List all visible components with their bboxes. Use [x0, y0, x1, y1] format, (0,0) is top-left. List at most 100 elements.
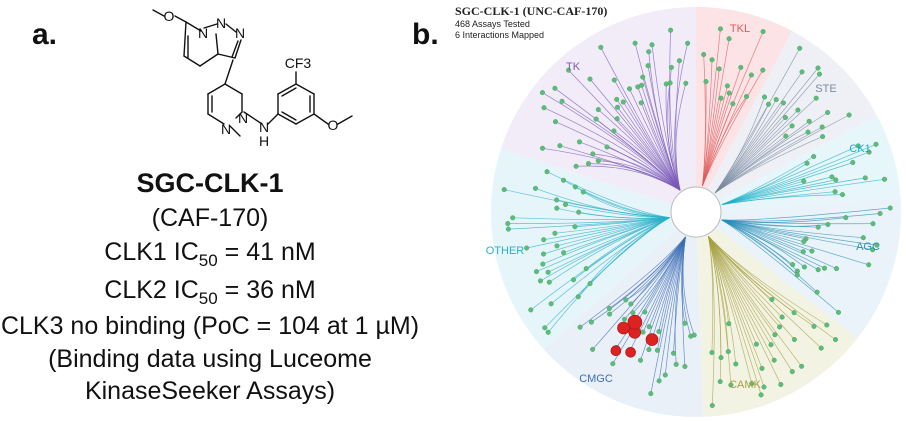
branch: [721, 177, 866, 205]
kinase-dot: [548, 301, 554, 307]
kinase-dot: [622, 316, 628, 322]
kinase-dot: [777, 324, 783, 330]
branch: [674, 43, 688, 191]
sector-tkl: [696, 7, 793, 212]
kinase-dot: [795, 107, 801, 113]
kinase-dot: [640, 329, 646, 335]
group-label-tk: TK: [566, 61, 581, 73]
kinase-dot: [874, 242, 880, 248]
kinase-dot: [668, 27, 674, 33]
kinase-dot: [545, 329, 551, 335]
kinase-dot: [804, 160, 810, 166]
branch: [579, 141, 681, 191]
kinase-dot: [580, 189, 586, 195]
kinase-dot: [682, 320, 688, 326]
kinase-dot: [646, 347, 652, 353]
atom-nitrogen: N: [198, 25, 208, 41]
branch: [591, 236, 686, 323]
kinase-dot: [683, 80, 689, 86]
atom-nitrogen: N: [235, 25, 245, 41]
branch: [632, 236, 686, 314]
kinase-dot: [571, 277, 577, 283]
atom-cf3: CF3: [285, 55, 312, 71]
branch: [707, 236, 732, 386]
kinase-dot: [572, 224, 578, 230]
kinase-dot: [534, 269, 540, 275]
atom-oxygen: O: [164, 8, 175, 24]
kinase-dot: [701, 52, 707, 58]
kinase-dot: [645, 63, 651, 69]
branch: [714, 131, 809, 194]
kinase-dot: [537, 278, 543, 284]
clk1-subscript: 50: [198, 251, 218, 270]
kinase-dot: [815, 267, 821, 273]
kinase-dot: [676, 58, 682, 64]
kinase-dot: [632, 40, 638, 46]
kinase-dot: [769, 297, 775, 303]
kinase-dot: [595, 158, 601, 164]
branch: [554, 217, 670, 234]
kinase-dot: [782, 114, 788, 120]
kinase-dot: [759, 365, 765, 371]
branch: [595, 118, 681, 191]
branch: [556, 207, 670, 219]
assays-tested: 468 Assays Tested: [455, 19, 530, 29]
tree-title: SGC-CLK-1 (UNC-CAF-170): [455, 4, 608, 18]
kinase-dot: [726, 90, 732, 96]
interaction-hit-dot: [627, 314, 643, 330]
kinase-dot: [593, 116, 599, 122]
kinase-dot: [542, 325, 548, 331]
kinase-dot: [623, 297, 629, 303]
kinase-dot: [725, 349, 731, 355]
kinase-dot: [717, 26, 723, 32]
branch: [702, 69, 764, 186]
kinase-dot: [604, 144, 610, 150]
kinase-dot: [614, 116, 620, 122]
kinase-dot: [667, 80, 673, 86]
kinase-dot: [840, 192, 846, 198]
kinase-dot: [505, 221, 511, 227]
panel-a-label: a.: [32, 18, 58, 51]
branch: [721, 219, 874, 225]
kinase-dot: [606, 306, 612, 312]
kinase-dot: [510, 215, 516, 221]
kinase-dot: [552, 85, 558, 91]
kinase-dot: [738, 64, 744, 70]
clk3-binding: CLK3 no binding (PoC = 104 at 1 µM): [0, 312, 420, 340]
kinase-dot: [656, 329, 662, 335]
kinase-dot: [554, 243, 560, 249]
kinase-dot: [760, 29, 766, 35]
kinase-dot: [814, 289, 820, 295]
kinase-dot: [834, 266, 840, 272]
branch: [708, 235, 836, 340]
branch: [702, 31, 764, 186]
kinase-dot: [587, 281, 593, 287]
kinase-dot: [576, 209, 582, 215]
sector-ck1: [696, 115, 901, 212]
kinase-dot: [630, 310, 636, 316]
compound-alias: (CAF-170): [151, 204, 269, 232]
kinase-dot: [855, 143, 861, 149]
kinase-dot: [870, 247, 876, 253]
kinase-dot: [709, 57, 715, 63]
kinase-dot: [730, 101, 736, 107]
kinase-dot: [832, 189, 838, 195]
branch: [702, 96, 747, 186]
kinase-dot: [671, 350, 677, 356]
kinase-dot: [501, 187, 507, 193]
kinase-dot: [642, 309, 648, 315]
kinase-dot: [809, 248, 815, 254]
atom-hydrogen: H: [259, 133, 269, 149]
kinase-dot: [649, 42, 655, 48]
kinase-dot: [559, 98, 565, 104]
kinase-dot: [646, 324, 652, 330]
kinase-dot: [554, 205, 560, 211]
branch: [682, 236, 686, 367]
kinase-dot: [614, 96, 620, 102]
kinase-dot: [640, 74, 646, 80]
kinase-dot: [860, 235, 866, 241]
branch: [714, 136, 823, 194]
branch: [535, 188, 670, 218]
kinase-dot: [528, 307, 534, 313]
